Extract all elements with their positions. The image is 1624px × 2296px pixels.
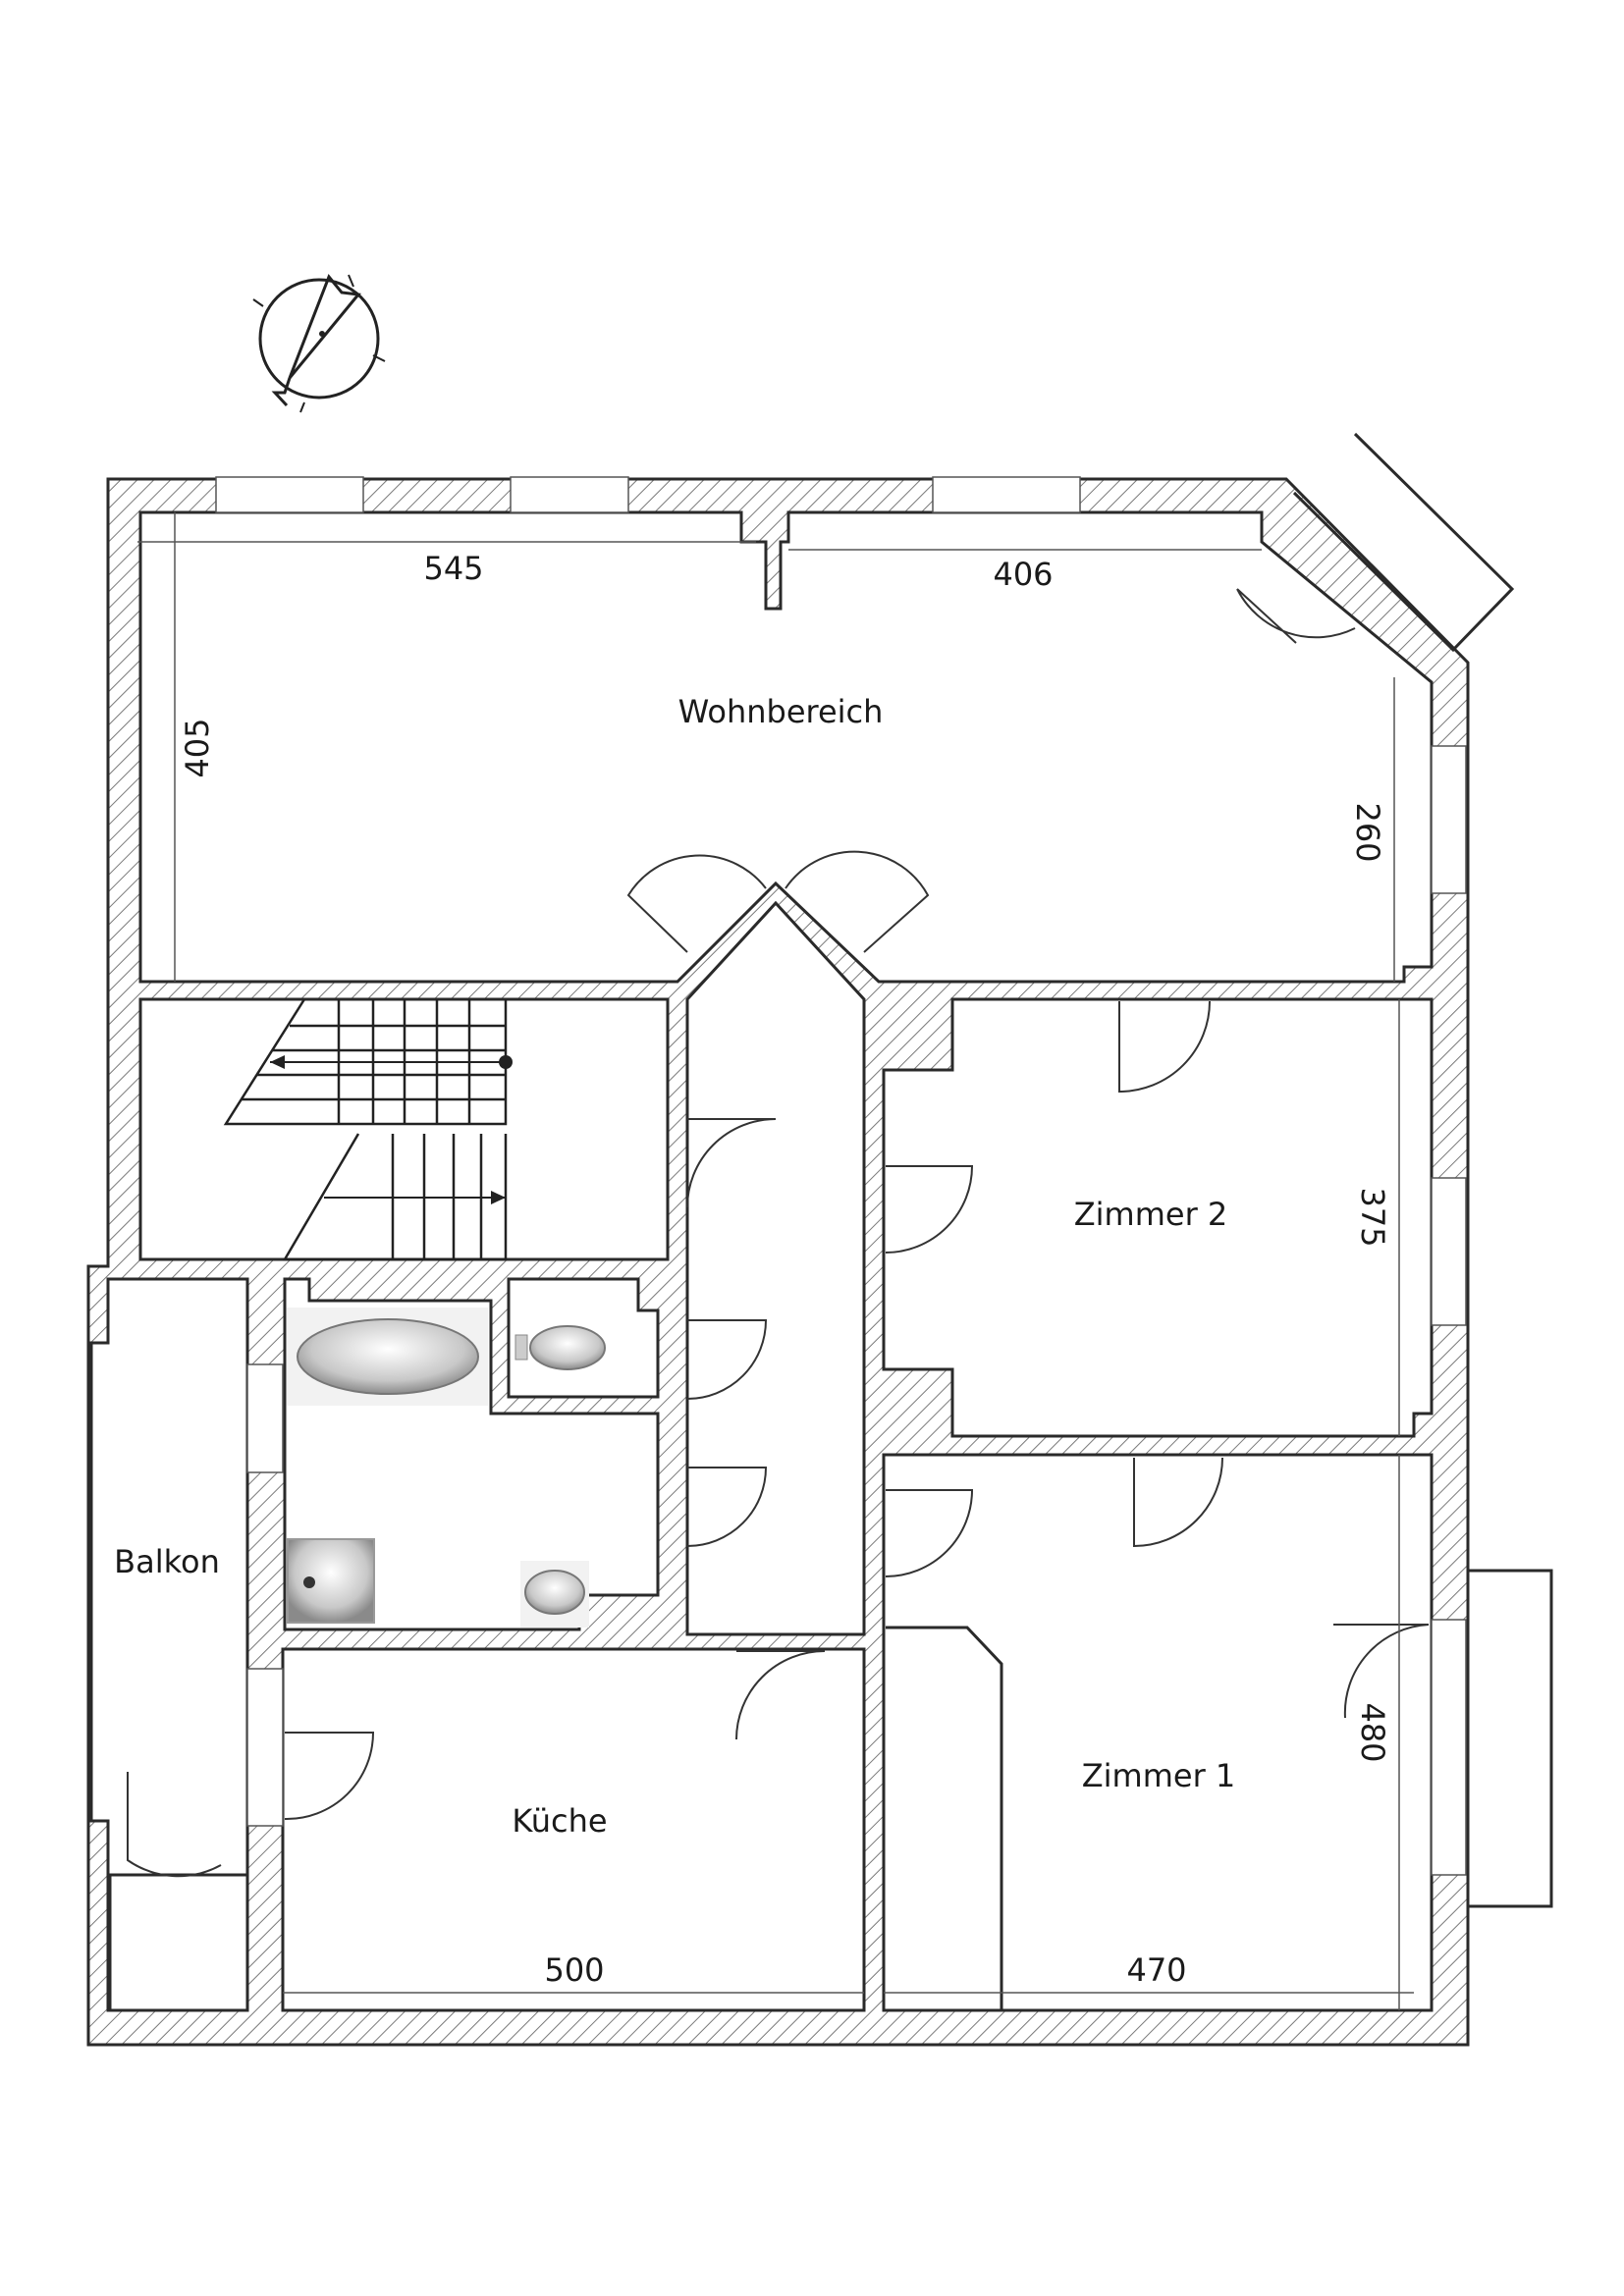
room-zimmer-1	[882, 1453, 1434, 2012]
dim-wohn-width-left: 545	[423, 550, 483, 587]
room-zimmer-2	[882, 997, 1434, 1438]
balcony-top-right	[1292, 432, 1515, 653]
dim-zimmer2-depth: 375	[1354, 1187, 1391, 1247]
room-balkon	[89, 1277, 249, 2012]
room-kueche	[281, 1647, 866, 2012]
toilet-icon	[514, 1325, 606, 1370]
dim-wohn-right-wall: 260	[1349, 802, 1386, 862]
room-label-balkon: Balkon	[114, 1543, 220, 1580]
north-arrow-icon	[252, 274, 386, 413]
zimmer1-closet-wall	[886, 1626, 1003, 2010]
washbasin-icon	[520, 1561, 589, 1628]
dim-zimmer1-depth: 480	[1354, 1702, 1391, 1762]
dim-kueche-width: 500	[544, 1951, 604, 1989]
room-label-zimmer-2: Zimmer 2	[1074, 1196, 1228, 1233]
room-areas	[89, 510, 1434, 2012]
room-corridor	[685, 900, 866, 1636]
room-label-wohnbereich: Wohnbereich	[678, 693, 884, 730]
shower-tray-icon	[287, 1538, 375, 1624]
room-wohnbereich	[138, 510, 1434, 984]
dim-zimmer1-width: 470	[1126, 1951, 1186, 1989]
balcony-right	[1468, 1569, 1553, 1908]
dimension-lines	[137, 512, 1414, 2010]
dim-wohn-width-right: 406	[993, 556, 1053, 593]
bathtub-icon	[287, 1308, 488, 1406]
doors	[127, 588, 1430, 1878]
dim-wohn-depth: 405	[179, 718, 216, 777]
room-label-zimmer-1: Zimmer 1	[1082, 1757, 1236, 1794]
room-label-kueche: Küche	[512, 1802, 607, 1840]
windows	[215, 476, 1467, 1876]
room-closet	[108, 1873, 249, 2012]
staircase	[223, 998, 513, 1261]
